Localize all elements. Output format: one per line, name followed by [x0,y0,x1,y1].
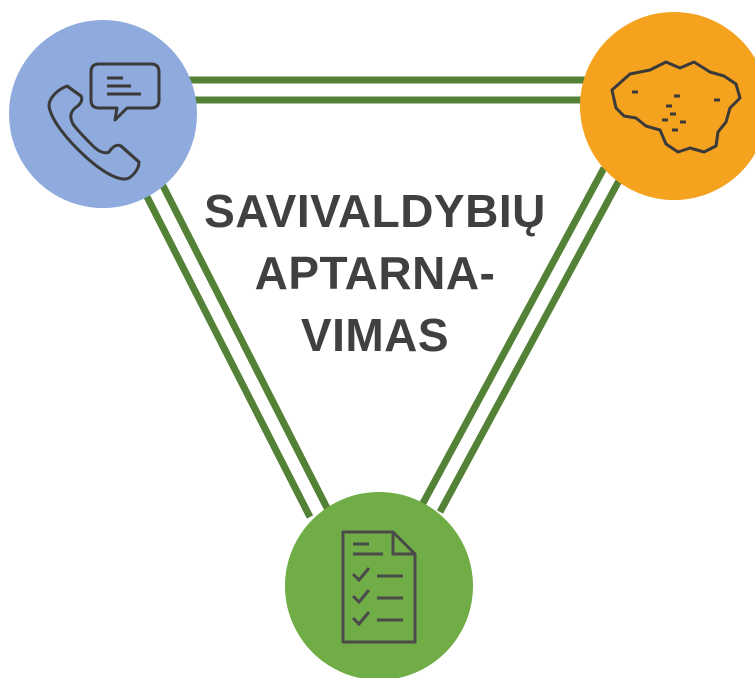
diagram-title: SAVIVALDYBIŲ APTARNA- VIMAS [175,180,575,366]
node-map [580,12,755,200]
checklist-document-icon [285,492,473,678]
title-line-2: APTARNA- [254,247,496,299]
link-contact-map [180,76,600,104]
node-contact [9,20,197,208]
phone-chat-icon [9,20,197,208]
node-docs [285,492,473,678]
title-line-1: SAVIVALDYBIŲ [204,185,546,237]
link-map-docs [418,166,626,514]
lithuania-map-icon [580,12,755,200]
title-line-3: VIMAS [300,309,450,361]
link-contact-docs [136,174,332,519]
